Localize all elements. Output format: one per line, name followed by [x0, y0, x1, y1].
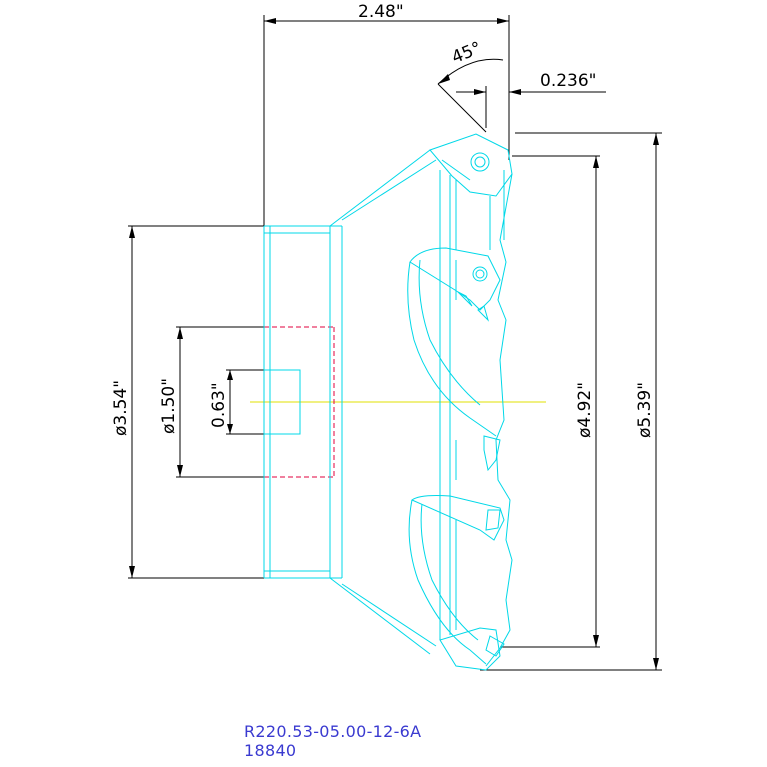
hidden-bore	[264, 326, 335, 478]
part-number: R220.53-05.00-12-6A	[244, 722, 422, 741]
dim-lead-angle: 45°	[449, 38, 484, 68]
dim-overall-length: 2.48"	[358, 2, 404, 22]
dim-bore-diameter: ø1.50"	[159, 378, 179, 434]
dimension-arrows	[129, 18, 659, 670]
dim-insert-offset: 0.236"	[540, 71, 597, 91]
item-code: 18840	[244, 741, 297, 760]
cutter-body	[263, 133, 513, 671]
title-block: R220.53-05.00-12-6A 18840	[244, 722, 421, 760]
dimension-lines	[128, 15, 662, 671]
dim-max-diameter: ø5.39"	[635, 382, 655, 438]
dim-keyway-width: 0.63"	[209, 382, 229, 428]
dim-cutting-diameter: ø4.92"	[575, 382, 595, 438]
dim-hub-diameter: ø3.54"	[111, 380, 131, 436]
